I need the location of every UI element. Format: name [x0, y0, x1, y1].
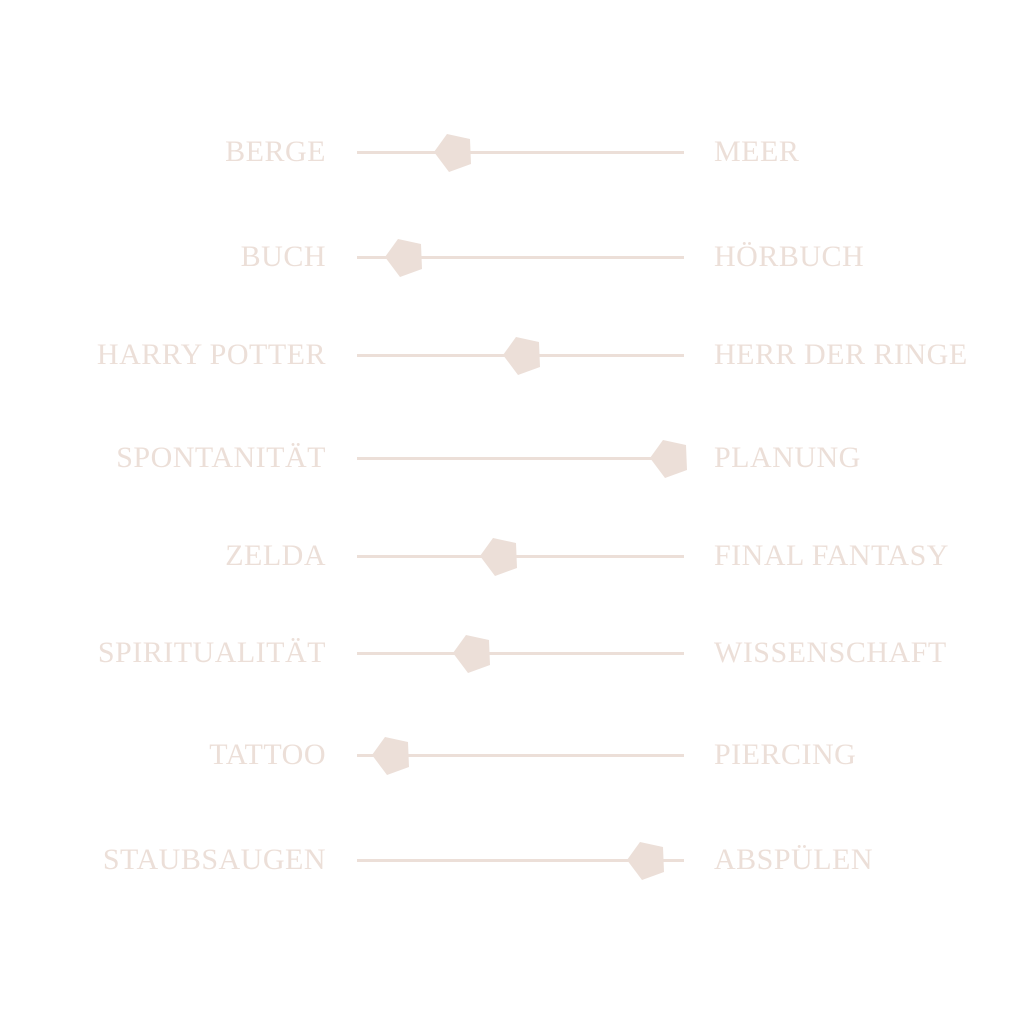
slider-track[interactable]: [357, 238, 684, 277]
left-label: ZELDA: [225, 539, 326, 572]
slider-thumb[interactable]: [479, 537, 518, 577]
slider-row: BERGE MEER: [0, 122, 1024, 182]
slider-track[interactable]: [357, 736, 684, 775]
slider-row: SPIRITUALITÄT WISSENSCHAFT: [0, 623, 1024, 683]
left-label: SPONTANITÄT: [116, 441, 326, 474]
left-label: STAUBSAUGEN: [102, 843, 326, 876]
slider-track[interactable]: [357, 841, 684, 880]
right-label: WISSENSCHAFT: [714, 636, 947, 669]
left-label: BERGE: [225, 135, 326, 168]
slider-row: STAUBSAUGEN ABSPÜLEN: [0, 830, 1024, 890]
right-label: ABSPÜLEN: [714, 843, 874, 876]
slider-track[interactable]: [357, 133, 684, 172]
left-label: SPIRITUALITÄT: [97, 636, 326, 669]
slider-row: SPONTANITÄT PLANUNG: [0, 428, 1024, 488]
left-label: BUCH: [240, 240, 326, 273]
slider-track[interactable]: [357, 537, 684, 576]
right-label: HERR DER RINGE: [714, 338, 968, 371]
left-label: TATTOO: [209, 738, 326, 771]
left-label: HARRY POTTER: [96, 338, 326, 371]
slider-thumb[interactable]: [433, 133, 472, 173]
slider-row: ZELDA FINAL FANTASY: [0, 526, 1024, 586]
slider-row: TATTOO PIERCING: [0, 725, 1024, 785]
slider-thumb[interactable]: [453, 634, 491, 674]
slider-thumb[interactable]: [626, 841, 665, 881]
right-label: PIERCING: [714, 738, 857, 771]
slider-thumb[interactable]: [649, 439, 688, 479]
slider-track[interactable]: [357, 439, 687, 478]
slider-thumb[interactable]: [384, 238, 423, 278]
right-label: MEER: [714, 135, 800, 168]
slider-track[interactable]: [357, 336, 684, 375]
slider-track[interactable]: [357, 634, 684, 673]
slider-thumb[interactable]: [371, 736, 410, 776]
right-label: HÖRBUCH: [714, 240, 865, 273]
slider-row: BUCH HÖRBUCH: [0, 227, 1024, 287]
right-label: PLANUNG: [714, 441, 861, 474]
slider-row: HARRY POTTER HERR DER RINGE: [0, 325, 1024, 385]
slider-thumb[interactable]: [502, 336, 541, 376]
right-label: FINAL FANTASY: [714, 539, 949, 572]
